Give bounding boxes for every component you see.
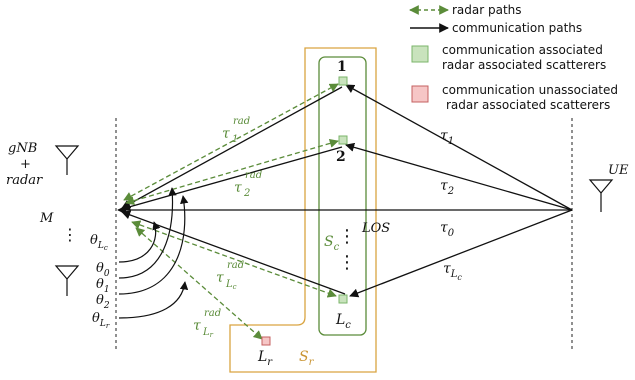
angle-arcs xyxy=(118,187,189,319)
scatterer-dots-2: ⋮ xyxy=(338,252,356,273)
delay-tau-1: τ1 xyxy=(440,128,454,147)
legend-unassoc-swatch xyxy=(411,85,429,103)
angle-arc-2 xyxy=(118,195,189,295)
radar-paths xyxy=(123,83,339,340)
bs-antenna-count: M xyxy=(39,211,54,226)
radar-delay-1: τ rad 1 xyxy=(222,116,250,145)
scatterer-dots: ⋮ xyxy=(338,226,356,247)
set-label-sc: Sc xyxy=(324,234,340,253)
radar-delay-Lr-sup: rad xyxy=(204,308,221,319)
bs-antenna-dots: ⋮ xyxy=(62,225,78,244)
legend-comm-label: communication paths xyxy=(452,21,582,35)
radar-delay-2-sup: rad xyxy=(245,170,262,181)
angle-label-2: θ2 xyxy=(96,293,110,311)
scatterer-Lc xyxy=(338,294,348,304)
radar-delay-Lr-tau: τ xyxy=(193,318,201,334)
radar-delay-1-sub: 1 xyxy=(232,134,238,145)
radar-delay-1-tau: τ xyxy=(222,126,230,142)
radar-delay-2: τ rad 2 xyxy=(234,170,262,199)
radar-path-sLr xyxy=(135,227,263,340)
comm-path-s2-to-bs xyxy=(121,146,343,212)
radar-delay-Lc-sub: Lc xyxy=(225,279,237,291)
comm-path-s1-to-bs xyxy=(121,86,343,209)
angle-label-Lc: θLc xyxy=(90,233,108,252)
delay-tau-Lc: τLc xyxy=(443,261,462,282)
legend-radar-label: radar paths xyxy=(452,3,522,17)
legend-unassoc-line2: radar associated scatterers xyxy=(446,98,610,112)
scatterer-Lr-label: Lr xyxy=(257,349,273,368)
radar-delay-2-tau: τ xyxy=(234,180,242,196)
radar-path-s2 xyxy=(125,138,339,206)
ue-antenna xyxy=(588,179,614,212)
los-label: LOS xyxy=(361,221,390,236)
scatterer-1 xyxy=(338,76,348,86)
scatterer-1-label: 1 xyxy=(337,59,347,75)
scatterer-Lc-label: Lc xyxy=(335,312,351,331)
bs-label-gnb: gNB xyxy=(8,141,37,156)
scatterer-2 xyxy=(338,135,348,145)
comm-path-ue-to-s2 xyxy=(345,142,573,211)
radar-delay-Lc-tau: τ xyxy=(216,270,224,286)
legend: radar paths communication paths communic… xyxy=(409,3,618,112)
set-label-sr: Sr xyxy=(299,349,315,368)
bs-label-radar: radar xyxy=(6,173,43,188)
legend-assoc-swatch xyxy=(411,45,429,63)
radar-delay-Lc: τ rad Lc xyxy=(216,260,244,291)
angle-label-1: θ1 xyxy=(96,277,110,295)
bs-label-plus: + xyxy=(20,157,31,172)
angle-label-0: θ0 xyxy=(96,261,110,279)
radar-delay-Lr: τ rad Lr xyxy=(193,308,221,339)
radar-delay-Lc-sup: rad xyxy=(227,260,244,271)
angle-arc-1 xyxy=(118,187,177,279)
radar-delay-Lr-sub: Lr xyxy=(202,327,214,339)
ue-label: UE xyxy=(608,163,629,178)
radar-delay-1-sup: rad xyxy=(233,116,250,127)
angle-label-Lr: θLr xyxy=(92,311,110,330)
bs-antenna-top xyxy=(54,145,80,175)
angle-arc-0 xyxy=(118,221,161,263)
scatterer-2-label: 2 xyxy=(336,149,346,165)
delay-tau-2: τ2 xyxy=(440,178,454,197)
comm-path-ue-to-sLc xyxy=(349,209,573,298)
radar-delay-2-sub: 2 xyxy=(243,188,250,199)
comm-path-sLc-to-bs xyxy=(121,210,346,295)
legend-assoc-line1: communication associated xyxy=(442,43,603,57)
legend-assoc-line2: radar associated scatterers xyxy=(442,58,606,72)
comm-path-ue-to-s1 xyxy=(345,84,573,211)
radar-path-s1 xyxy=(123,83,339,201)
legend-unassoc-line1: communication unassociated xyxy=(442,83,618,97)
scatterers xyxy=(261,76,348,346)
sr-region-box xyxy=(229,47,377,373)
bs-antenna-bottom xyxy=(54,265,80,296)
scatterer-Lr xyxy=(261,336,271,346)
angle-arc-Lr xyxy=(118,281,189,319)
delay-tau-0: τ0 xyxy=(440,220,455,239)
